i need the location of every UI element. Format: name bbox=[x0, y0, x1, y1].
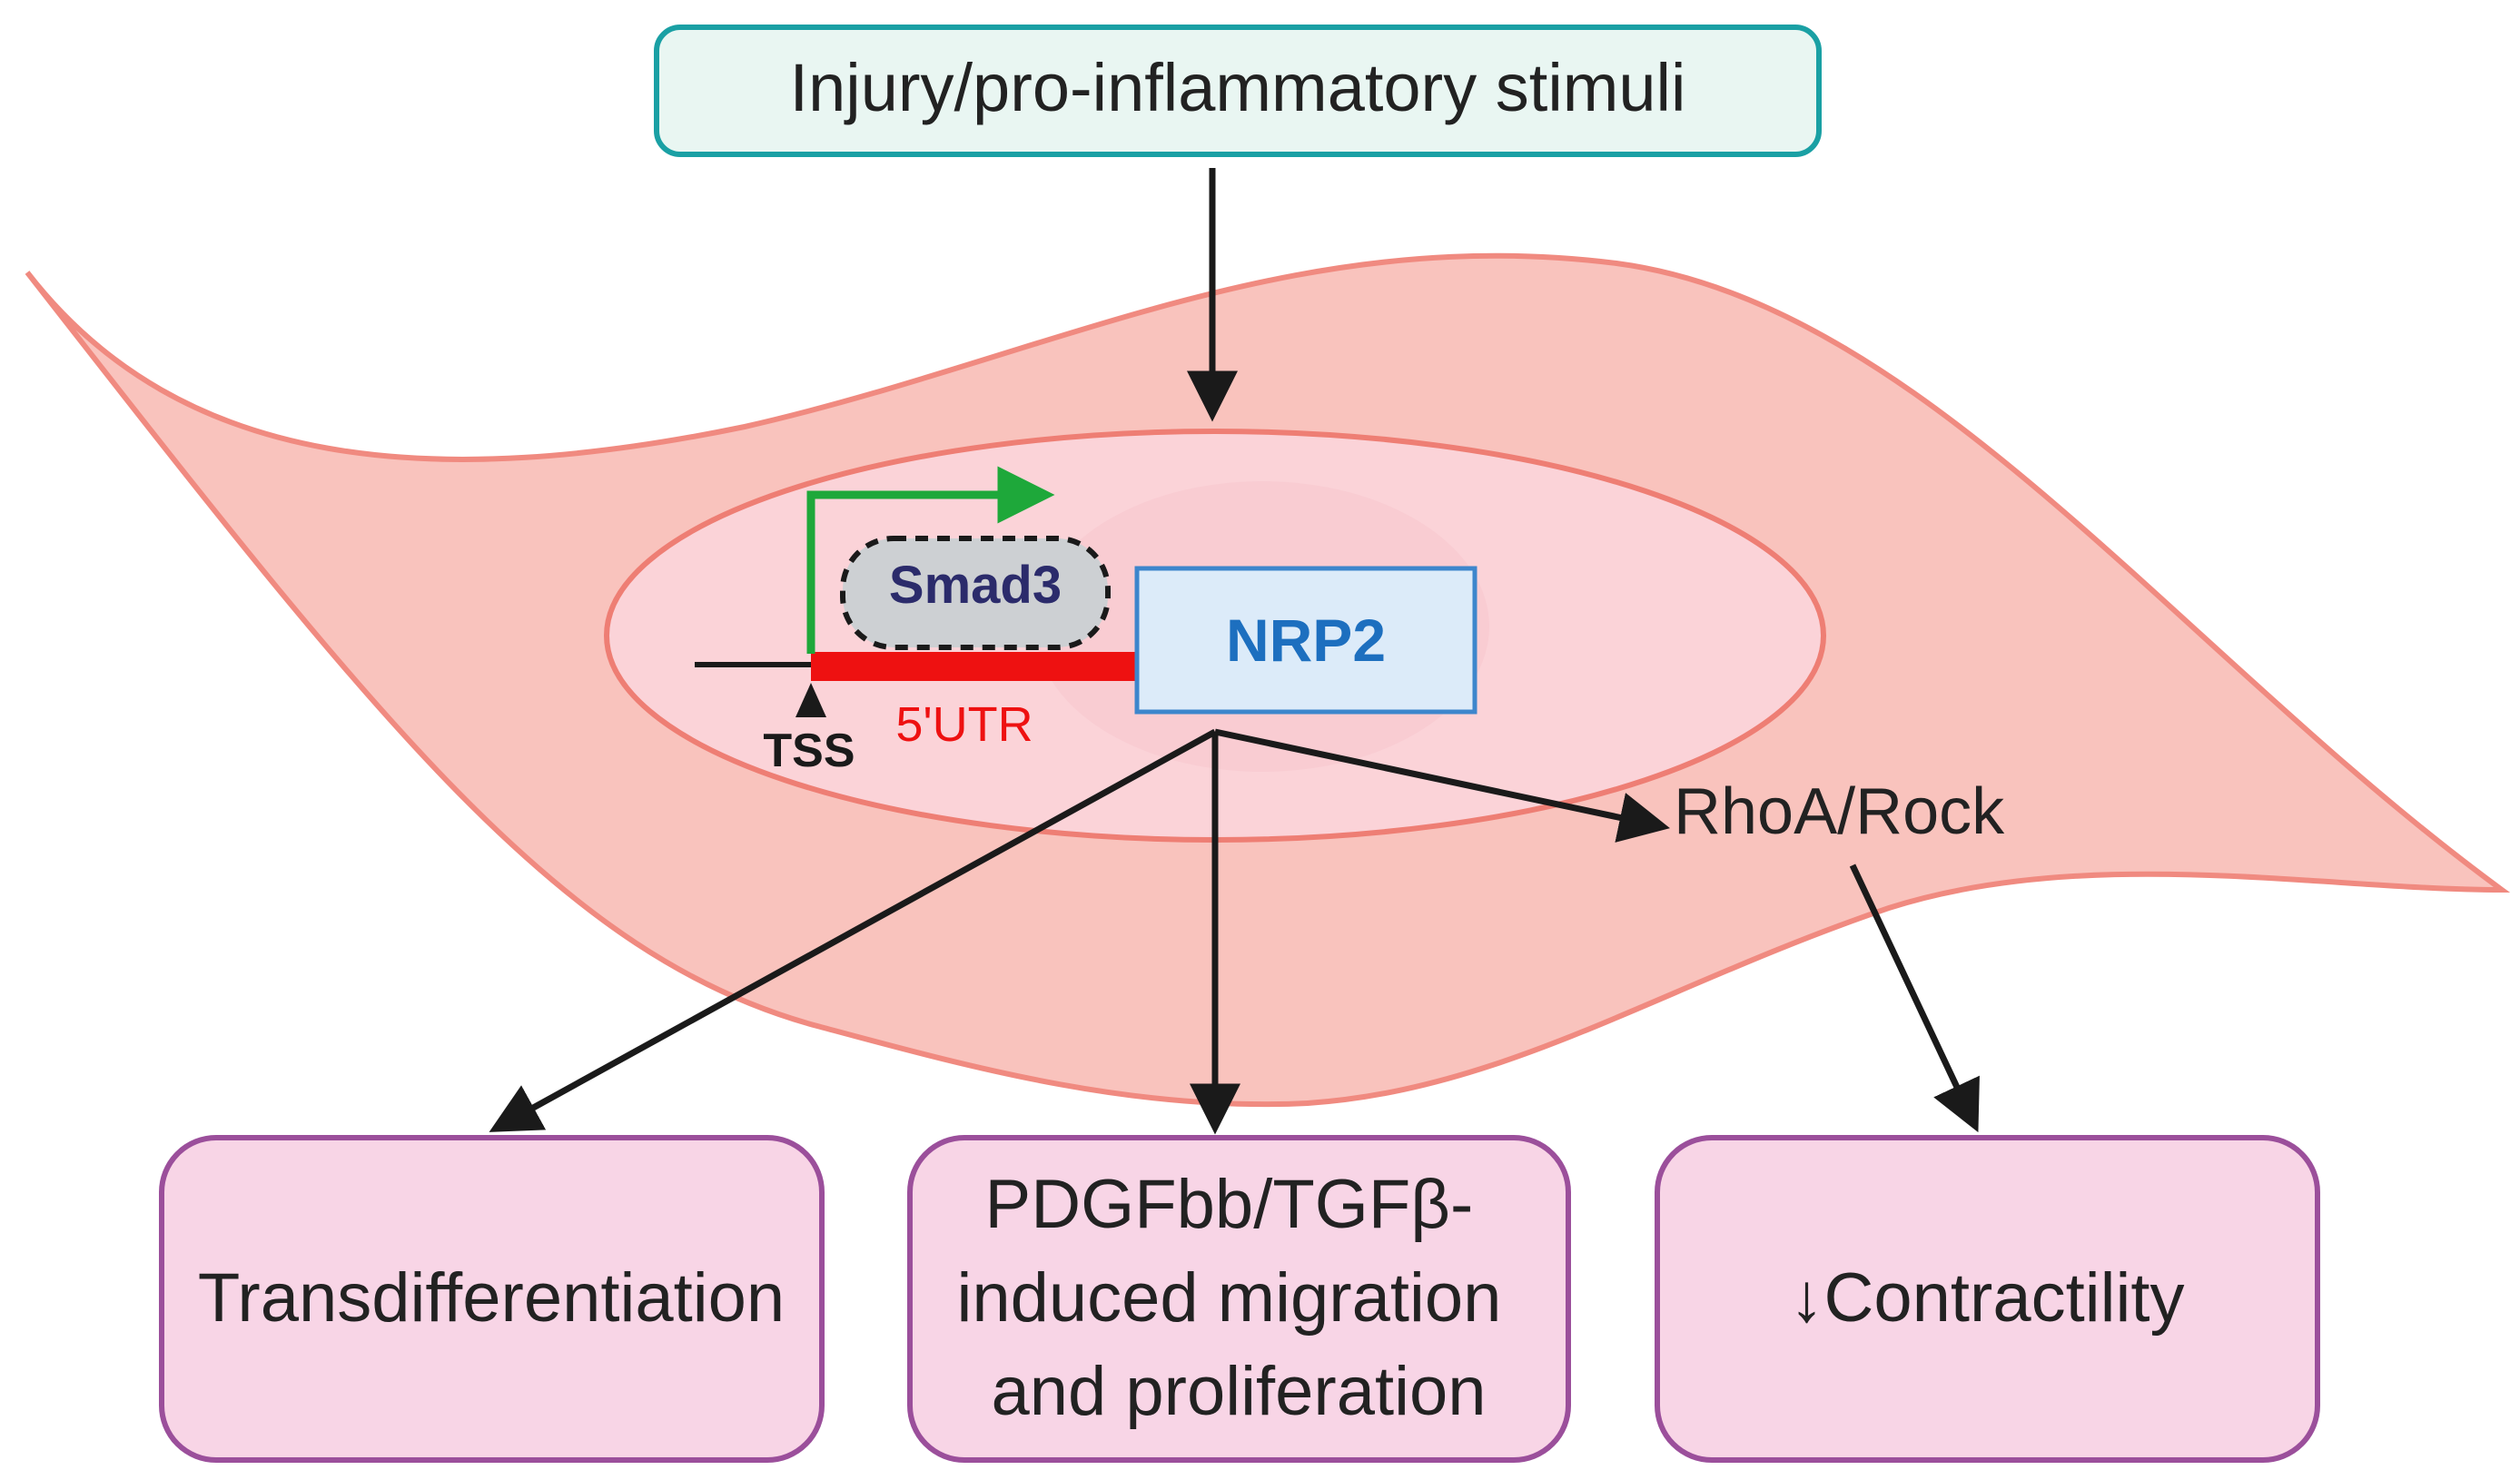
tss-arrowhead-icon bbox=[796, 683, 826, 717]
migration-line-1: PDGFbb/TGFβ- bbox=[985, 1166, 1474, 1243]
utr-label: 5'UTR bbox=[895, 697, 1033, 752]
rhoa-rock-label: RhoA/Rock bbox=[1674, 775, 2005, 848]
nrp2-gene-label: NRP2 bbox=[1226, 607, 1386, 674]
nrp2-gene-box bbox=[1134, 566, 1477, 715]
transdifferentiation-box bbox=[159, 1135, 825, 1463]
contractility-label: ↓Contractility bbox=[1790, 1259, 2185, 1337]
transcription-start-arrow bbox=[806, 466, 1055, 654]
contractility-box bbox=[1655, 1135, 2320, 1463]
stimulus-box bbox=[654, 25, 1822, 157]
transdifferentiation-label: Transdifferentiation bbox=[198, 1259, 785, 1337]
smad3-label: Smad3 bbox=[889, 556, 1062, 615]
migration-line-3: and proliferation bbox=[991, 1353, 1486, 1430]
tss-label: TSS bbox=[763, 725, 855, 777]
nrp2-to-transdifferentiation-arrow bbox=[489, 728, 1217, 1132]
rhoa-to-contractility-arrow bbox=[1849, 863, 1980, 1133]
nrp2-to-rhoa-arrow bbox=[1214, 728, 1670, 843]
stimulus-label: Injury/pro-inflammatory stimuli bbox=[790, 50, 1686, 125]
migration-proliferation-label: PDGFbb/TGFβ- induced migration and proli… bbox=[956, 1166, 1520, 1430]
migration-proliferation-box bbox=[907, 1135, 1571, 1463]
utr-bar bbox=[811, 652, 1142, 681]
migration-line-2: induced migration bbox=[956, 1259, 1501, 1337]
smad3-bubble bbox=[840, 536, 1111, 650]
